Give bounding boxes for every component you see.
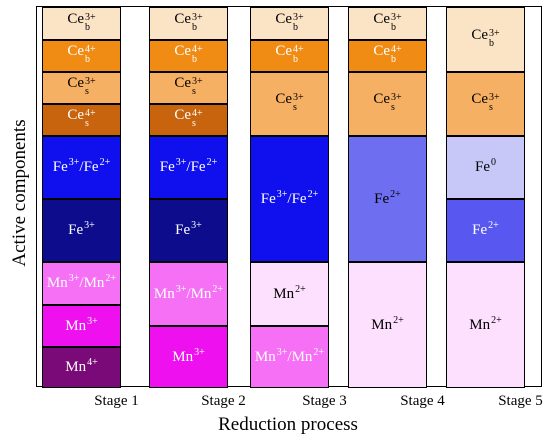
stage-5-label: Stage 5 [498,393,543,409]
stage-1-label: Stage 1 [94,393,139,409]
y-axis-label: Active components [9,119,30,267]
stage-3-label: Stage 3 [302,393,347,409]
stage-2-label: Stage 2 [201,393,246,409]
x-axis-label: Reduction process [218,414,358,435]
stage-4-label: Stage 4 [400,393,445,409]
